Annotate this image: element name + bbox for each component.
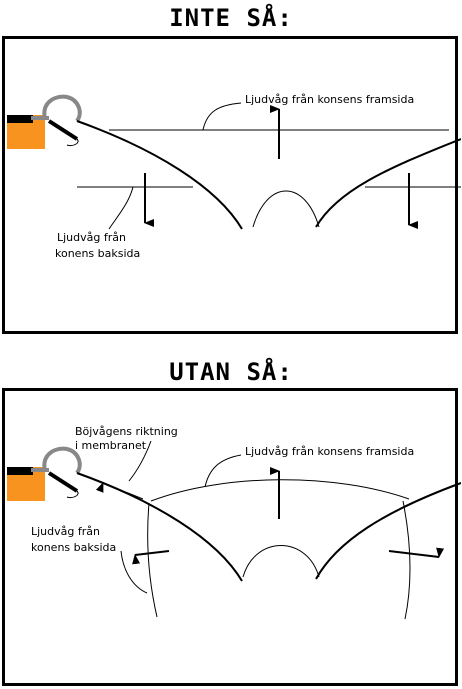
bending-wave-label-line1: Böjvågens riktning (75, 425, 178, 438)
back-wave-arrow-left (132, 550, 170, 565)
front-wave-leader (202, 102, 242, 131)
back-wave-leader (108, 186, 134, 230)
front-wave-label: Ljudvåg från konsens framsida (245, 93, 415, 106)
front-wave-label: Ljudvåg från konsens framsida (245, 445, 415, 458)
surround (42, 94, 82, 123)
back-wave-label-line1: Ljudvåg från (31, 525, 100, 538)
voice-coil-former (31, 116, 49, 120)
back-wave-label-line2: konens baksida (31, 541, 117, 554)
back-wavefront-left (147, 502, 158, 618)
spider-curl (66, 138, 79, 146)
spider (47, 471, 79, 493)
pole-piece (7, 115, 33, 123)
cone-right (315, 482, 461, 580)
cone-right (315, 138, 461, 228)
diagram-2-panel: Böjvågens riktning i membranet Ljudvåg f… (2, 388, 461, 686)
pole-piece (7, 467, 33, 475)
spider-curl (66, 490, 79, 498)
diagram-1-panel: Ljudvåg från konsens framsida Ljudvåg fr… (2, 36, 461, 334)
cone-left (76, 472, 243, 582)
spider (47, 119, 79, 141)
back-wave-leader (120, 550, 148, 594)
back-wave-arrow-right (388, 547, 445, 558)
voice-coil-former (31, 468, 49, 472)
diagram-2-drawing (7, 440, 461, 620)
front-wave-leader (204, 454, 242, 488)
cone-left (76, 120, 243, 230)
diagram-1-drawing (7, 94, 461, 230)
dust-cap (242, 545, 320, 578)
bending-wave-arrow (95, 482, 144, 500)
back-wavefront-right (402, 500, 411, 620)
diagram-1-heading: INTE SÅ: (169, 4, 293, 32)
bending-wave-label-line2: i membranet (75, 439, 147, 452)
dust-cap (252, 190, 320, 228)
surround (42, 446, 82, 475)
back-wave-label-line2: konens baksida (55, 247, 141, 260)
diagram-2-heading: UTAN SÅ: (169, 358, 293, 386)
bending-wave-leader (128, 440, 152, 482)
back-wave-label-line1: Ljudvåg från (57, 231, 126, 244)
